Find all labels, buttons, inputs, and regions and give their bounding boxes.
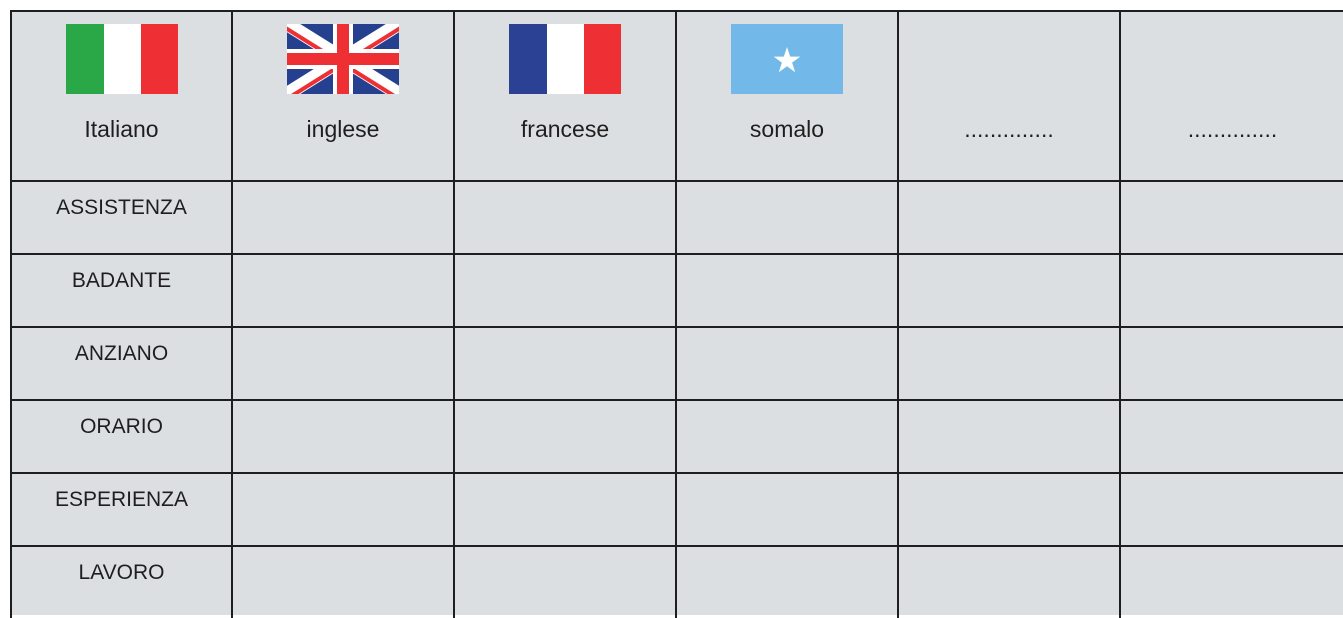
translation-cell[interactable]: [453, 180, 677, 255]
translation-cell[interactable]: [897, 399, 1121, 474]
translation-cell[interactable]: [897, 253, 1121, 328]
translation-cell[interactable]: [897, 472, 1121, 547]
word-label: ASSISTENZA: [56, 196, 187, 219]
translation-cell[interactable]: [1119, 326, 1343, 401]
word-label: ESPERIENZA: [54, 488, 189, 511]
header-cell-italiano: Italiano: [10, 10, 233, 182]
language-label: Italiano: [84, 116, 159, 142]
table-row: ESPERIENZA: [10, 472, 1343, 547]
france-flag-icon: [509, 24, 621, 94]
translation-cell[interactable]: [1119, 472, 1343, 547]
translation-cell[interactable]: [1119, 545, 1343, 618]
translation-cell[interactable]: [231, 472, 455, 547]
word-label: BADANTE: [71, 269, 172, 292]
translation-cell[interactable]: [675, 545, 899, 618]
language-label: inglese: [306, 116, 380, 142]
translation-cell[interactable]: [231, 180, 455, 255]
italy-flag-icon: [65, 24, 178, 94]
translation-cell[interactable]: [1119, 180, 1343, 255]
translation-cell[interactable]: [453, 326, 677, 401]
somalia-flag-icon: [731, 24, 843, 94]
translation-cell[interactable]: [1119, 399, 1343, 474]
translation-cell[interactable]: [897, 180, 1121, 255]
translation-cell[interactable]: [453, 253, 677, 328]
translation-cell[interactable]: [897, 545, 1121, 618]
language-label: somalo: [749, 116, 825, 142]
uk-flag-icon: [287, 24, 399, 94]
header-cell-francese: francese: [453, 10, 677, 182]
word-label: ORARIO: [80, 415, 163, 438]
translation-cell[interactable]: [675, 472, 899, 547]
table-row: ORARIO: [10, 399, 1343, 474]
word-cell: ESPERIENZA: [10, 472, 233, 547]
word-cell: ASSISTENZA: [10, 180, 233, 255]
language-header-row: Italiano: [10, 10, 1343, 182]
table-row: ANZIANO: [10, 326, 1343, 401]
word-cell: ORARIO: [10, 399, 233, 474]
header-cell-inglese: inglese: [231, 10, 455, 182]
header-cell-blank-2: ..............: [1119, 10, 1343, 182]
translation-cell[interactable]: [897, 326, 1121, 401]
word-cell: LAVORO: [10, 545, 233, 618]
word-label: LAVORO: [78, 561, 165, 584]
blank-language-label: ..............: [1187, 116, 1278, 142]
table-row: ASSISTENZA: [10, 180, 1343, 255]
translation-cell[interactable]: [453, 545, 677, 618]
translation-cell[interactable]: [453, 472, 677, 547]
translation-cell[interactable]: [231, 253, 455, 328]
translation-cell[interactable]: [675, 180, 899, 255]
word-label: ANZIANO: [74, 342, 169, 365]
translation-cell[interactable]: [675, 326, 899, 401]
language-label: francese: [520, 116, 610, 142]
header-cell-blank-1: ..............: [897, 10, 1121, 182]
word-cell: ANZIANO: [10, 326, 233, 401]
blank-language-label: ..............: [964, 116, 1054, 142]
translation-cell[interactable]: [675, 253, 899, 328]
translation-cell[interactable]: [453, 399, 677, 474]
translation-cell[interactable]: [1119, 253, 1343, 328]
table-row: BADANTE: [10, 253, 1343, 328]
translation-cell[interactable]: [675, 399, 899, 474]
translation-cell[interactable]: [231, 326, 455, 401]
header-cell-somalo: somalo: [675, 10, 899, 182]
vocabulary-sheet: Italiano: [10, 10, 1343, 618]
vocabulary-table: Italiano: [10, 10, 1343, 618]
word-cell: BADANTE: [10, 253, 233, 328]
table-row: LAVORO: [10, 545, 1343, 618]
translation-cell[interactable]: [231, 545, 455, 618]
translation-cell[interactable]: [231, 399, 455, 474]
